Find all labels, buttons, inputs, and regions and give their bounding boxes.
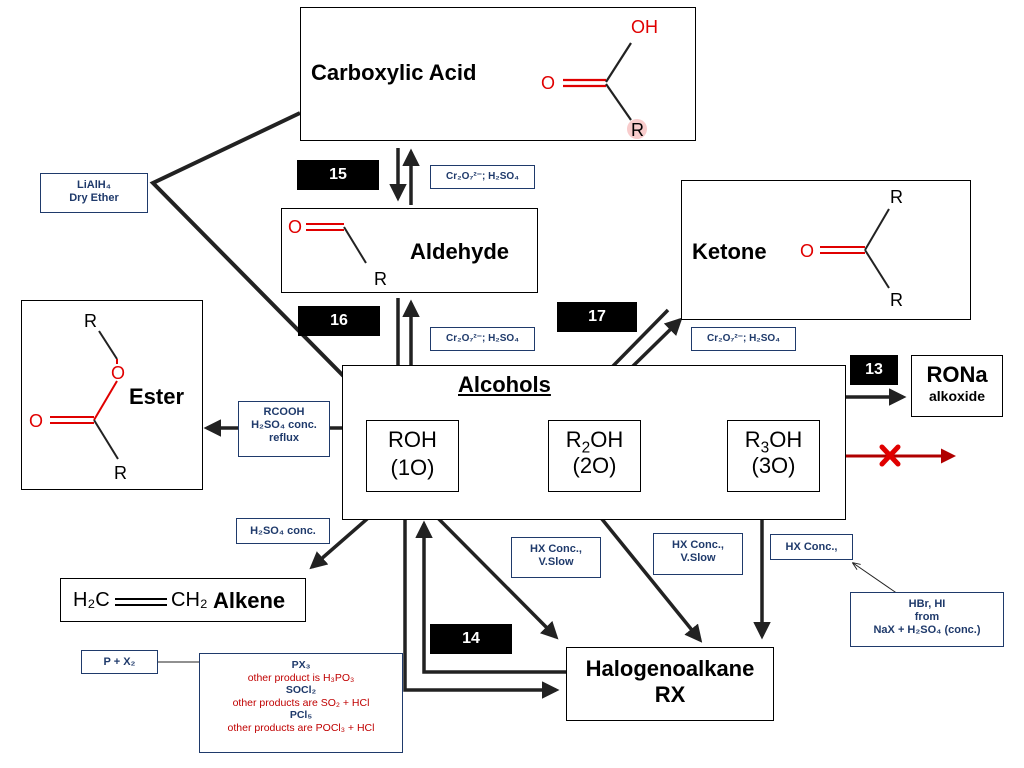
acid-oh-text: OH (631, 17, 658, 37)
rx-to-primary-arrow (415, 520, 566, 674)
dichromate-condition-top: Cr₂O₇²⁻; H₂SO₄ (430, 165, 535, 189)
halogenoalkane-rx-label: RX (654, 682, 686, 707)
pcl5-reagent: PCl₅ (289, 709, 313, 721)
acid-r-text: R (631, 120, 644, 140)
ketone-structure: O R R (800, 187, 903, 310)
ester-o1-text: O (111, 363, 125, 383)
rona-box: RONa alkoxide (911, 355, 1003, 417)
alkene-double-bond (115, 598, 167, 606)
acid-o-text: O (541, 73, 555, 93)
ketone-o-text: O (800, 241, 814, 261)
px3-reagent: PX₃ (291, 659, 311, 671)
esterification-catalyst: H₂SO₄ conc. (251, 419, 317, 431)
esterification-reflux: reflux (269, 432, 299, 444)
secondary-formula-r: R (565, 427, 582, 452)
esterification-reagent: RCOOH (263, 406, 305, 418)
ester-r1-text: R (84, 311, 97, 331)
aldehyde-box: Aldehyde O R (281, 208, 538, 293)
esterification-condition: RCOOH H₂SO₄ conc. reflux (238, 401, 330, 457)
halogenoalkane-box: Halogenoalkane RX (566, 647, 774, 721)
aldehyde-label: Aldehyde (410, 239, 510, 264)
primary-alcohol-box: ROH (1O) (366, 420, 459, 492)
rona-label: RONa (926, 362, 988, 387)
lialh4-reagent: LiAlH₄ (77, 179, 111, 191)
tertiary-degree: (3O) (751, 453, 796, 479)
ester-r2-text: R (114, 463, 127, 483)
primary-to-rx-lower-arrow (403, 520, 560, 699)
alkene-formula-right: CH₂ (171, 589, 208, 611)
rona-sub-label: alkoxide (928, 388, 986, 404)
blocked-cross-icon (879, 444, 901, 467)
alkene-box: H₂C CH₂ Alkene (60, 578, 306, 622)
ketone-label: Ketone (692, 239, 767, 264)
hbr-source-from: from (914, 611, 940, 623)
secondary-formula-sub: 2 (581, 439, 591, 457)
secondary-formula-oh: OH (590, 427, 624, 452)
alcohols-heading: Alcohols (458, 372, 551, 397)
hbr-source-reagent: HBr, HI (908, 598, 946, 610)
tertiary-alcohol-box: R3OH (3O) (727, 420, 820, 492)
hx-condition-1-rate: V.Slow (538, 556, 574, 568)
socl2-reagent: SOCl₂ (285, 684, 317, 696)
hx-condition-2: HX Conc., V.Slow (653, 533, 743, 575)
hx-condition-1-reagent: HX Conc., (530, 543, 582, 555)
lialh4-solvent: Dry Ether (69, 192, 119, 204)
hx-condition-2-reagent: HX Conc., (672, 539, 724, 551)
hx-condition-3: HX Conc., (770, 534, 853, 560)
aldehyde-r-text: R (374, 269, 387, 289)
ketone-r1-text: R (890, 187, 903, 207)
ketone-r2-text: R (890, 290, 903, 310)
aldehyde-o-text: O (288, 217, 302, 237)
tertiary-formula-oh: OH (769, 427, 803, 452)
ester-structure: R O O R (29, 311, 127, 483)
hx-condition-2-rate: V.Slow (680, 552, 716, 564)
tertiary-formula-r: R (744, 427, 761, 452)
halogenating-agents-box: PX₃ other product is H₃PO₃ SOCl₂ other p… (199, 653, 403, 753)
ester-o2-text: O (29, 411, 43, 431)
tertiary-formula: R3OH (728, 427, 819, 457)
hbr-source-note: HBr, HI from NaX + H₂SO₄ (conc.) (850, 592, 1004, 647)
dichromate-condition-mid: Cr₂O₇²⁻; H₂SO₄ (430, 327, 535, 351)
aldehyde-structure: O R (288, 217, 387, 289)
socl2-note: other products are SO₂ + HCl (232, 696, 370, 709)
carboxylic-acid-box: Carboxylic Acid O OH R (300, 7, 696, 141)
step-14-badge: 14 (430, 624, 512, 654)
dehydration-condition: H₂SO₄ conc. (236, 518, 330, 544)
ester-box: Ester R O O R (21, 300, 203, 490)
secondary-formula: R2OH (549, 427, 640, 457)
step-17-badge: 17 (557, 302, 637, 332)
ester-label: Ester (129, 384, 185, 409)
halogenoalkane-label: Halogenoalkane (585, 656, 755, 681)
hbr-source-mixture: NaX + H₂SO₄ (conc.) (873, 624, 981, 636)
step-16-badge: 16 (298, 306, 380, 336)
px3-note: other product is H₃PO₃ (247, 671, 355, 684)
ketone-box: Ketone O R R (681, 180, 971, 320)
step-13-badge: 13 (850, 355, 898, 385)
step-15-badge: 15 (297, 160, 379, 190)
carboxylic-acid-label: Carboxylic Acid (311, 60, 477, 85)
alkene-formula-left: H₂C (73, 589, 110, 611)
carboxylic-acid-structure: O OH R (541, 17, 658, 140)
tertiary-formula-sub: 3 (760, 439, 770, 457)
alkene-label: Alkene (213, 588, 286, 613)
pcl5-note: other products are POCl₃ + HCl (227, 721, 375, 734)
hx-condition-1: HX Conc., V.Slow (511, 537, 601, 578)
secondary-alcohol-box: R2OH (2O) (548, 420, 641, 492)
p-x2-condition: P + X₂ (81, 650, 158, 674)
lialh4-condition: LiAlH₄ Dry Ether (40, 173, 148, 213)
secondary-degree: (2O) (572, 453, 617, 479)
primary-formula: ROH (388, 427, 437, 452)
dichromate-condition-ketone: Cr₂O₇²⁻; H₂SO₄ (691, 327, 796, 351)
hbr-pointer (853, 563, 899, 595)
primary-degree: (1O) (390, 455, 435, 480)
